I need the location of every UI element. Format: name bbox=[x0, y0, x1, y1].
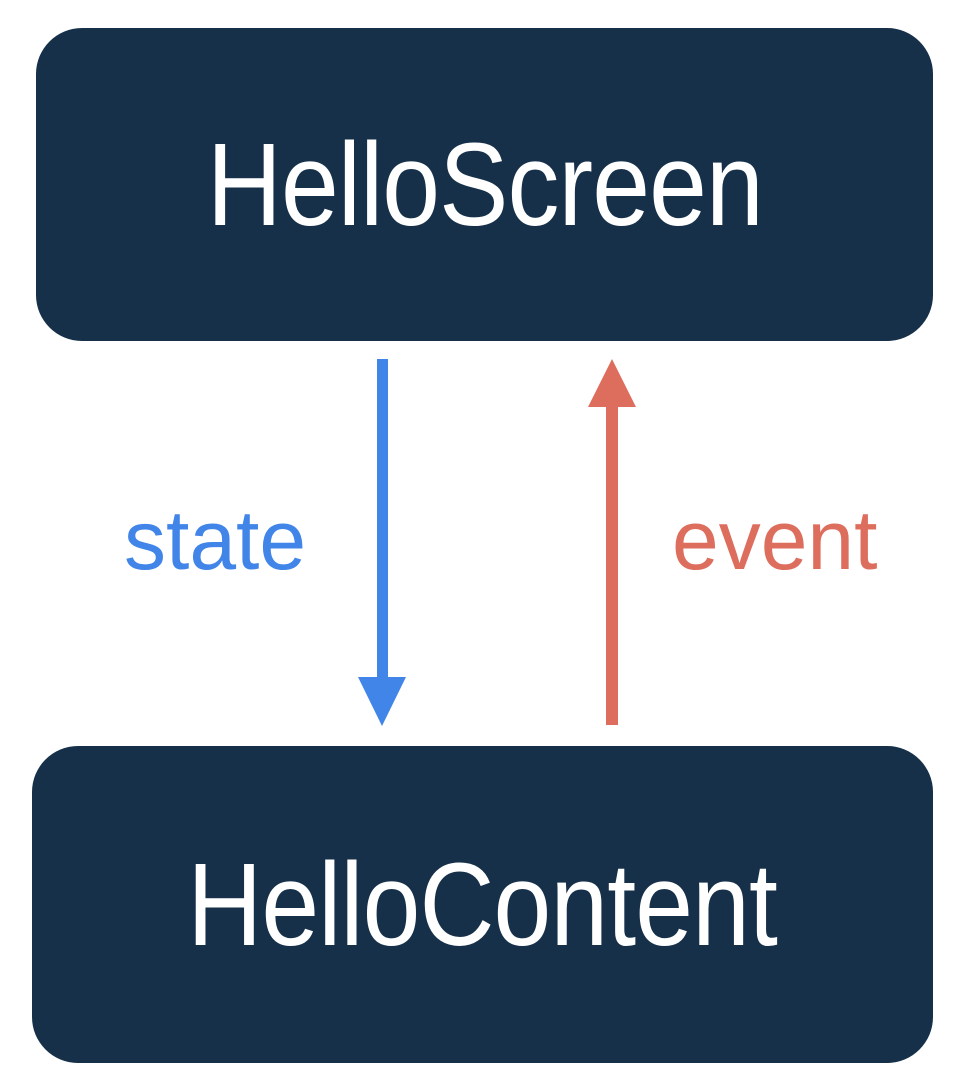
edge-label-state: state bbox=[124, 493, 307, 587]
node-hello-content-label: HelloContent bbox=[187, 838, 779, 971]
node-hello-screen-label: HelloScreen bbox=[206, 118, 764, 251]
node-hello-content[interactable]: HelloContent bbox=[32, 746, 933, 1063]
node-hello-screen[interactable]: HelloScreen bbox=[36, 28, 933, 341]
state-arrow bbox=[358, 359, 406, 726]
edge-label-event: event bbox=[672, 493, 878, 587]
event-arrow bbox=[588, 359, 636, 725]
